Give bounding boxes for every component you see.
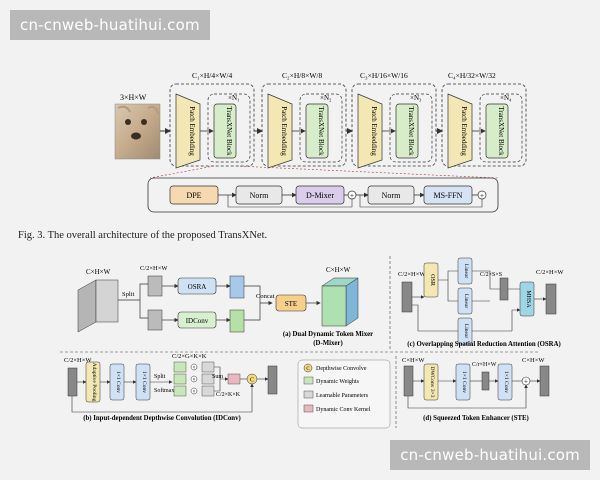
linear-3-label: Linear bbox=[463, 324, 469, 339]
dmixer-out-dims: C×H×W bbox=[326, 266, 351, 274]
input-dog-image bbox=[114, 103, 161, 160]
svg-text:C: C bbox=[250, 378, 254, 384]
transxnet-block-1-label: TransXNet Block bbox=[225, 106, 233, 156]
transxnet-block-3 bbox=[395, 103, 419, 159]
patch-embedding-1-label: Patch Embedding bbox=[188, 106, 196, 156]
idconv-in-dims: C/2×H×W bbox=[64, 357, 92, 364]
stage-4-repeat: ×N₄ bbox=[500, 94, 512, 102]
stage-4-dims: C₄×H/32×W/32 bbox=[448, 71, 496, 80]
softmax-label: Softmax bbox=[154, 387, 174, 394]
osra-in-dims: C/2×H×W bbox=[398, 271, 426, 278]
legend-dyn-kernel: Dynamic Conv Kernel bbox=[316, 407, 371, 413]
dwconv-label: DWConv 3×3 bbox=[429, 366, 435, 397]
stage-3-repeat: ×N₃ bbox=[410, 94, 422, 102]
block-detail-row: DPE Norm D-Mixer + Norm MS-FFN + bbox=[147, 177, 499, 213]
dmixer-title: (a) Dual Dynamic Token Mixer bbox=[283, 331, 373, 338]
legend-depthwise: Depthwise Convolve bbox=[316, 366, 367, 372]
stage-3-dims: C₃×H/16×W/16 bbox=[360, 71, 408, 80]
stage-1-repeat: ×N₁ bbox=[228, 94, 239, 102]
ste-conv1-box bbox=[455, 363, 471, 401]
ste-in-dims: C×H×W bbox=[402, 357, 425, 364]
stage-2: C₂×H/8×W/8 ×N₂ Patch Embedding TransXNet… bbox=[261, 71, 347, 169]
transxnet-block-2-label: TransXNet Block bbox=[317, 106, 325, 156]
svg-text:×: × bbox=[193, 366, 196, 371]
norm-1-label: Norm bbox=[250, 191, 269, 200]
patch-embedding-3 bbox=[357, 93, 383, 169]
patch-embedding-1 bbox=[175, 93, 201, 169]
svg-text:×: × bbox=[193, 390, 196, 395]
osra-title: (c) Overlapping Spatial Reduction Attent… bbox=[407, 341, 561, 348]
patch-embedding-3-label: Patch Embedding bbox=[370, 106, 378, 156]
transxnet-block-4 bbox=[485, 103, 509, 159]
split-2-label: Split bbox=[154, 374, 166, 380]
svg-text:×: × bbox=[193, 378, 196, 383]
watermark-bottom: cn-cnweb-huatihui.com bbox=[390, 440, 590, 470]
stage-2-dims: C₂×H/8×W/8 bbox=[282, 71, 322, 80]
patch-embedding-4 bbox=[447, 93, 473, 169]
dwconv-box bbox=[423, 363, 439, 401]
ste-title: (d) Squeezed Token Enhancer (STE) bbox=[423, 415, 529, 422]
dpe-label: DPE bbox=[186, 191, 201, 200]
patch-embedding-2 bbox=[267, 93, 293, 169]
concat-label: Concat bbox=[256, 293, 275, 300]
norm-2-label: Norm bbox=[382, 191, 401, 200]
osra-kv-dims: C/2×S×S bbox=[480, 272, 502, 278]
osra-out-dims: C/2×H×W bbox=[536, 269, 564, 276]
ste-conv2-label: 1×1 Conv bbox=[503, 371, 509, 393]
patch-embedding-4-label: Patch Embedding bbox=[460, 106, 468, 156]
legend-dyn-weights: Dynamic Weights bbox=[316, 379, 360, 385]
idconv-label: IDConv bbox=[186, 317, 209, 325]
mhsa-label: MHSA bbox=[525, 290, 531, 308]
transxnet-block-2 bbox=[305, 103, 329, 159]
svg-text:+: + bbox=[524, 378, 528, 386]
osr-label: OSR bbox=[429, 274, 435, 286]
weights-dims-label: C/2×G×K×K bbox=[172, 353, 207, 360]
osra-label: OSRA bbox=[188, 283, 207, 291]
stage-1: C₁×H/4×W/4 ×N₁ Patch Embedding TransXNet… bbox=[169, 71, 255, 169]
dmixer-subtitle: (D-Mixer) bbox=[313, 340, 342, 347]
kernel-dims-label: C/2×K×K bbox=[216, 392, 241, 398]
stage-1-dims: C₁×H/4×W/4 bbox=[192, 71, 232, 80]
svg-text:+: + bbox=[480, 192, 484, 200]
transxnet-block-1 bbox=[213, 103, 237, 159]
ste-conv1-label: 1×1 Conv bbox=[461, 371, 467, 393]
conv-1-label: 1×1 Conv bbox=[115, 371, 121, 393]
linear-2-label: Linear bbox=[463, 294, 469, 309]
input-dims-label: 3×H×W bbox=[120, 93, 147, 102]
transxnet-block-4-label: TransXNet Block bbox=[497, 106, 505, 156]
transxnet-block-3-label: TransXNet Block bbox=[407, 106, 415, 156]
stage-4: C₄×H/32×W/32 ×N₄ Patch Embedding TransXN… bbox=[441, 71, 527, 169]
dmixer-in-dims: C×H×W bbox=[86, 268, 111, 276]
figure-caption: Fig. 3. The overall architecture of the … bbox=[18, 230, 268, 241]
patch-embedding-2-label: Patch Embedding bbox=[280, 106, 288, 156]
conv-2-label: 1×1 Conv bbox=[141, 371, 147, 393]
sum-label: Sum bbox=[212, 374, 223, 380]
stage-3: C₃×H/16×W/16 ×N₃ Patch Embedding TransXN… bbox=[351, 71, 437, 169]
legend-learn-params: Learnable Parameters bbox=[316, 393, 369, 399]
ste-mid-dims: C/r×H×W bbox=[472, 362, 497, 368]
adaptive-pooling-label: Adaptive Pooling bbox=[91, 363, 97, 402]
half-dims-label: C/2×H×W bbox=[140, 265, 168, 272]
ste-out-dims: C×H×W bbox=[522, 357, 545, 364]
panel-b-idconv: C/2×H×W Adaptive Pooling 1×1 Conv 1×1 Co… bbox=[64, 353, 278, 422]
watermark-top: cn-cnweb-huatihui.com bbox=[10, 10, 210, 40]
svg-text:C: C bbox=[306, 367, 310, 372]
ste-conv2-box bbox=[497, 363, 513, 401]
linear-1-label: Linear bbox=[463, 264, 469, 279]
legend: C Depthwise Convolve Dynamic Weights Lea… bbox=[297, 359, 391, 429]
ste-label: STE bbox=[285, 300, 297, 308]
idconv-title: (b) Input-dependent Depthwise Convolutio… bbox=[83, 415, 241, 422]
dynamic-kernel bbox=[227, 373, 241, 385]
panel-d-ste: C×H×W DWConv 3×3 1×1 Conv C/r×H×W 1×1 Co… bbox=[402, 357, 550, 422]
stage-2-repeat: ×N₂ bbox=[320, 94, 332, 102]
msffn-label: MS-FFN bbox=[434, 191, 463, 200]
svg-text:+: + bbox=[350, 192, 354, 200]
panel-a-dmixer: C×H×W Split C/2×H×W OSRA IDConv Concat S… bbox=[77, 265, 373, 347]
dmixer-label: D-Mixer bbox=[306, 191, 334, 200]
split-label: Split bbox=[122, 291, 134, 298]
panel-c-osra: C/2×H×W OSR Linear Linear Linear C/2×S×S… bbox=[398, 257, 564, 348]
